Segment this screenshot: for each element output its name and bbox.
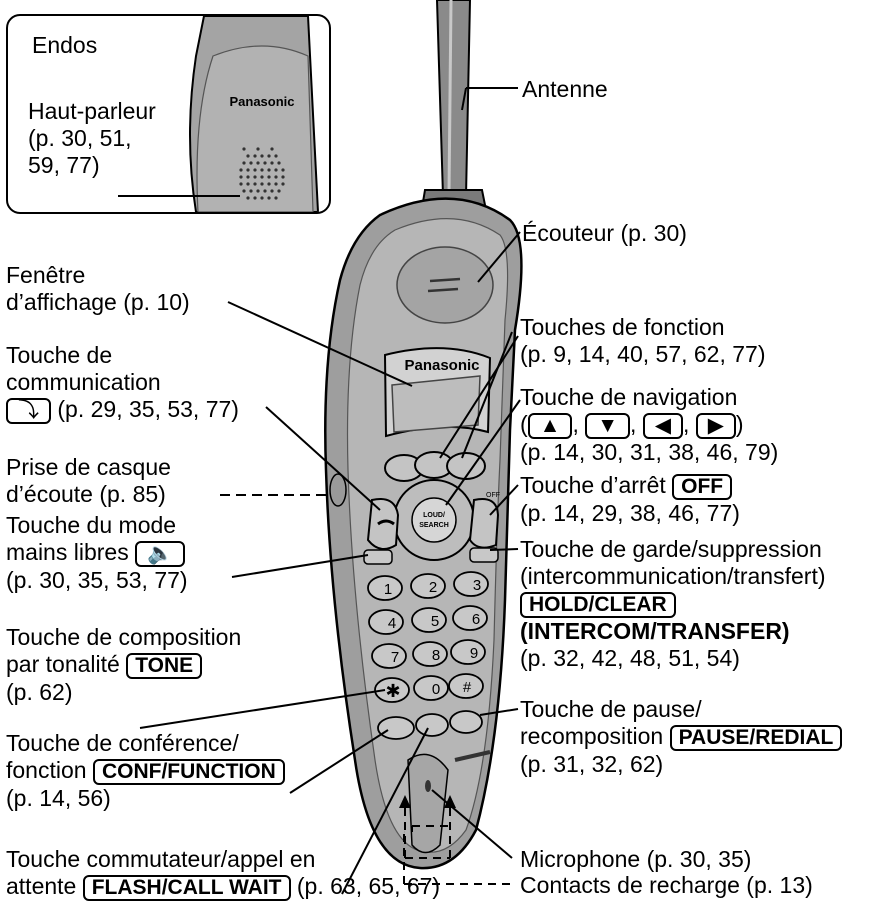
svg-text:1: 1 — [384, 581, 392, 598]
left-arrow-icon: ◀ — [643, 413, 683, 439]
svg-text:✱: ✱ — [385, 681, 400, 701]
down-arrow-icon: ▼ — [585, 413, 630, 439]
back-view-inset: Panasonic Endos Haut-parleur (p. 30, 51,… — [6, 14, 331, 214]
microphone-label: Microphone (p. 30, 35) — [520, 846, 751, 873]
flash-key-box: FLASH/CALL WAIT — [83, 875, 291, 901]
conf-key-box: CONF/FUNCTION — [93, 759, 285, 785]
svg-text:SEARCH: SEARCH — [419, 522, 449, 529]
conf-key-label: Touche de conférence/ fonction CONF/FUNC… — [6, 730, 285, 812]
inset-title: Endos — [32, 32, 97, 59]
navigator-label: Touche de navigation (▲, ▼, ◀, ▶) (p. 14… — [520, 384, 778, 466]
flash-key-label: Touche commutateur/appel en attente FLAS… — [6, 846, 440, 901]
soft-keys-label: Touches de fonction (p. 9, 14, 40, 57, 6… — [520, 314, 766, 368]
talk-key-icon: ⤵ — [6, 398, 51, 424]
antenna-label: Antenne — [522, 76, 608, 103]
talk-key-label: Touche de communication ⤵ (p. 29, 35, 53… — [6, 342, 239, 424]
svg-text:8: 8 — [432, 647, 440, 664]
tone-key-label: Touche de composition par tonalité TONE … — [6, 624, 241, 706]
svg-text:6: 6 — [472, 611, 480, 628]
earpiece-grille — [397, 247, 493, 323]
svg-text:7: 7 — [391, 649, 399, 666]
earpiece-label: Écouteur (p. 30) — [522, 220, 687, 247]
display-label: Fenêtre d’affichage (p. 10) — [6, 262, 190, 316]
charge-contacts-label: Contacts de recharge (p. 13) — [520, 872, 813, 899]
headset-jack-label: Prise de casque d’écoute (p. 85) — [6, 454, 171, 508]
svg-text:LOUD/: LOUD/ — [423, 512, 445, 519]
off-key-label: Touche d’arrêt OFF (p. 14, 29, 38, 46, 7… — [520, 472, 740, 527]
pause-key-box: PAUSE/REDIAL — [670, 725, 843, 751]
right-arrow-icon: ▶ — [696, 413, 736, 439]
svg-text:OFF: OFF — [486, 492, 500, 499]
svg-text:4: 4 — [388, 615, 396, 632]
svg-text:3: 3 — [473, 577, 481, 594]
svg-text:5: 5 — [431, 613, 439, 630]
hold-key-label: Touche de garde/suppression (intercommun… — [520, 536, 826, 672]
pause-key-label: Touche de pause/ recomposition PAUSE/RED… — [520, 696, 842, 778]
handset-brand-text: Panasonic — [404, 357, 479, 374]
svg-text:#: # — [463, 679, 472, 696]
speakerphone-label: Touche du mode mains libres 🔈 (p. 30, 35… — [6, 512, 188, 594]
tone-key-box: TONE — [126, 653, 202, 679]
svg-text:9: 9 — [470, 645, 478, 662]
speaker-label: Haut-parleur (p. 30, 51, 59, 77) — [28, 98, 156, 179]
svg-text:0: 0 — [432, 681, 440, 698]
back-brand-text: Panasonic — [229, 94, 294, 109]
svg-text:2: 2 — [429, 579, 437, 596]
off-key-box: OFF — [672, 474, 732, 500]
speakerphone-key-icon: 🔈 — [135, 541, 185, 567]
hold-key-box: HOLD/CLEAR — [520, 592, 676, 618]
up-arrow-icon: ▲ — [528, 413, 573, 439]
